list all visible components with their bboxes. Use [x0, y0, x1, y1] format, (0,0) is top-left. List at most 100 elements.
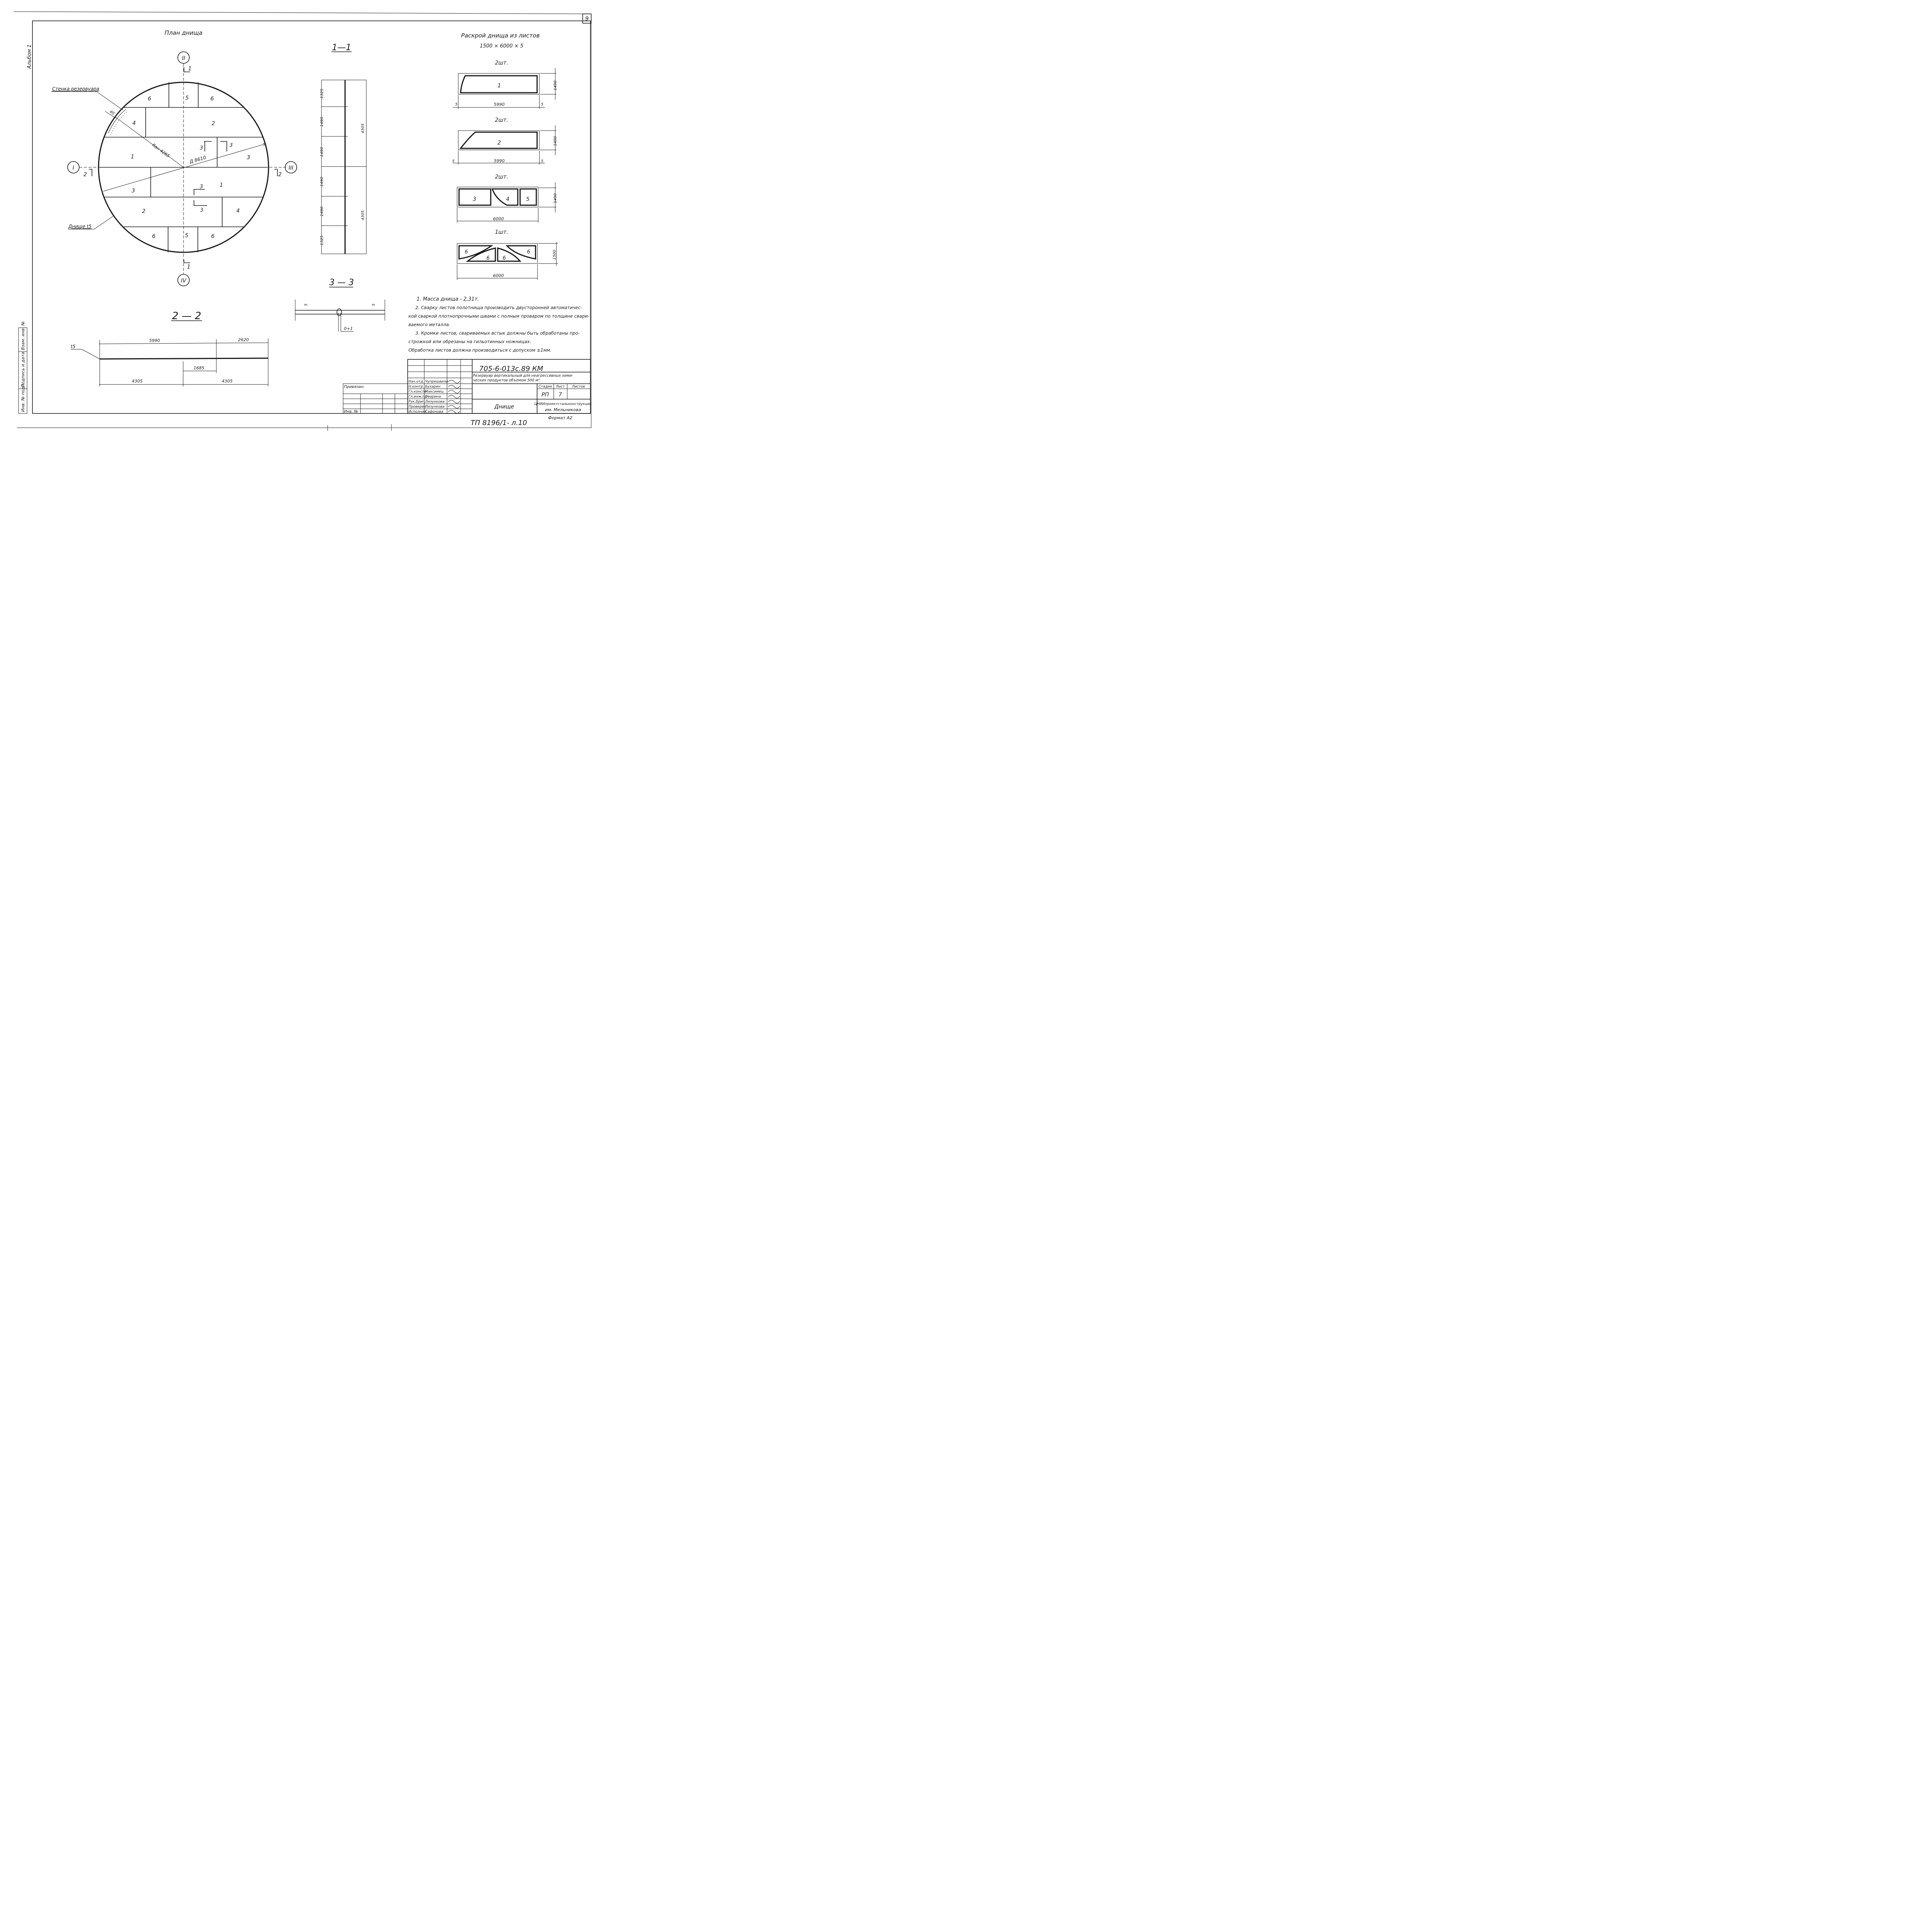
cut-sheet-2-edge-r: 5	[541, 159, 543, 163]
sec33-thk-left: 5	[304, 304, 308, 306]
note-2c: ваемого металла.	[408, 322, 450, 327]
cut-sheet-2-qty: 2шт.	[495, 117, 508, 123]
section-3-3-title: 3 — 3	[329, 278, 354, 287]
cut-sheet-1-edge-r: 5	[541, 102, 543, 107]
cut-sheet-4-part-b: 6	[486, 255, 490, 261]
cut-sheet-3: 2шт. 3 4 5 1490 6000	[457, 174, 558, 223]
cut-sheet-1-height: 1490	[553, 81, 558, 90]
bottom-leader	[68, 215, 114, 230]
sec22-dim-2620: 2620	[238, 337, 249, 342]
sec22-dim-5990: 5990	[149, 338, 160, 343]
cut-sheet-4-part-c: 6	[503, 255, 506, 261]
sec33-gap-label: 0+1	[344, 326, 353, 331]
stamp-stage-header: Стадия	[539, 385, 552, 389]
stamp-roles: Нач.отд. Н.контр. Гл.констр Гл.инж.пр Ру…	[408, 380, 460, 414]
cut-sheet-3-part-3: 3	[473, 196, 476, 202]
role-1: Нач.отд.	[408, 380, 424, 384]
stamp-sheet-header: Лист	[556, 385, 565, 389]
role-3: Гл.констр	[408, 390, 427, 394]
drawing-sheet: 9 Альбом 1 Инв. № подл. Подпись и дата В…	[0, 0, 606, 440]
album-label: Альбом 1	[27, 44, 32, 69]
name-6: Лизункова	[425, 405, 444, 409]
sec33-thk-right: 5	[372, 304, 376, 306]
cut-sheet-4-part-a: 6	[465, 249, 468, 255]
cut-sheet-4-part-d: 6	[527, 249, 530, 255]
tank-wall-circle	[98, 82, 269, 253]
stamp-desc-2: ческих продуктов объемом 500 м³.	[473, 378, 541, 383]
plate-5-top: 5	[185, 95, 189, 101]
cut-sheet-3-length: 6000	[493, 216, 504, 221]
plate-6-top-right: 6	[211, 96, 214, 102]
wall-leader	[51, 91, 123, 111]
sec22-dim-1685: 1685	[194, 366, 204, 371]
axis-label-I: I	[73, 165, 74, 171]
cut-sheet-4-length: 6000	[493, 273, 504, 278]
section-2-2-title: 2 — 2	[172, 310, 201, 322]
cut-3-b: 3	[230, 143, 233, 148]
sec11-seg-3: 1490	[320, 147, 324, 157]
stamp-org-2: им. Мельникова	[545, 407, 581, 412]
cut-3-c: 3	[200, 184, 203, 190]
name-5: Лизункова	[425, 400, 444, 404]
plan-title: План днища	[165, 29, 202, 36]
drawing-canvas: 9 Альбом 1 Инв. № подл. Подпись и дата В…	[13, 11, 592, 431]
cut-sheet-3-qty: 2шт.	[495, 174, 508, 180]
sheet-frame	[13, 11, 592, 428]
sec11-total-top: 4305	[361, 124, 365, 133]
side-stamp-sign: Подпись и дата	[20, 352, 26, 387]
cut-sheet-3-height: 1490	[553, 194, 558, 203]
sec11-seg-5: 1490	[320, 207, 324, 216]
name-3: Максимец	[425, 390, 444, 394]
cut-2-left: 2	[83, 172, 87, 178]
cut-sheet-3-part-4: 4	[506, 196, 510, 202]
axis-label-IV: IV	[181, 278, 187, 284]
note-3c: Обработка листов должна производиться с …	[408, 347, 551, 353]
note-2a: 2. Сварку листов полотнища производить д…	[415, 305, 582, 310]
stamp-stage: РП	[542, 392, 549, 398]
section-3-3: 0+1 5 5	[295, 299, 385, 332]
role-5: Рук.бриг.	[408, 400, 425, 404]
stamp-sheets-header: Листов	[571, 385, 585, 389]
stamp-desc-1: Резервуар вертикальный для неагрессивных…	[473, 374, 573, 378]
cut-sheet-2-edge-l: 5	[452, 159, 454, 163]
side-stamp-replace: Взам. инв. №	[20, 321, 26, 350]
plate-1-left: 1	[131, 154, 134, 160]
note-3a: 3. Кромки листов, свариваемых встык долж…	[415, 330, 580, 336]
plate-seams	[100, 82, 267, 252]
plan-drawing: II III IV I 1 1 2 2 3 3 3 3 6 5 6 4 2 1 …	[51, 51, 297, 286]
cut-sheet-1-qty: 2шт.	[495, 60, 508, 66]
cut-sheet-2-length: 5990	[494, 158, 505, 163]
stamp-drawing-name: Днище	[494, 404, 514, 410]
cutting-title: Раскрой днища из листов	[461, 32, 540, 39]
cut-1-top: 1	[188, 66, 192, 72]
stamp-format: Формат А2	[548, 415, 573, 420]
cut-1-bottom: 1	[187, 264, 190, 270]
name-2: Бухарин	[425, 385, 440, 389]
weld-offset-label: 40	[109, 110, 115, 116]
plate-2-top: 2	[212, 121, 215, 127]
stamp-code: 705-6-013с.89 КМ	[479, 365, 543, 373]
cut-3-d: 3	[200, 207, 203, 213]
axis-label-III: III	[289, 165, 293, 171]
axis-bubble-I	[67, 161, 80, 173]
role-6: Проверил	[408, 405, 426, 409]
inv-label: Инв. №	[344, 410, 358, 414]
cut-sheet-3-part-5: 5	[526, 196, 530, 202]
name-7: Сафонова	[425, 410, 443, 414]
cut-sheet-1: 2шт. 1 1490 5990 5 5	[453, 60, 558, 109]
wall-label: Стенка резервуара	[52, 86, 99, 92]
name-1: Чупрешвили	[425, 380, 448, 384]
plate-2-bottom: 2	[142, 208, 146, 214]
side-stamp: Инв. № подл. Подпись и дата Взам. инв. №	[18, 321, 27, 414]
title-block	[343, 359, 591, 414]
stamp-sheet: 7	[559, 392, 562, 398]
privyazan-label: Привязан:	[344, 385, 365, 389]
note-2b: кой сваркой плотнопрочными швами с полны…	[408, 313, 589, 319]
cut-sheet-1-length: 5990	[494, 102, 505, 107]
role-7: Исполнил	[408, 410, 427, 414]
stamp-org-1: ЦНИИпроектстальконструкция	[534, 402, 592, 406]
diameter-label: Д 8610	[189, 155, 207, 165]
cut-3-a: 3	[200, 145, 203, 151]
section-1-1: 1325 1490 1490 1490 1490 1325 4305 4305	[320, 80, 367, 254]
stamp-tp-number: ТП 8196/1- л.10	[471, 419, 527, 427]
